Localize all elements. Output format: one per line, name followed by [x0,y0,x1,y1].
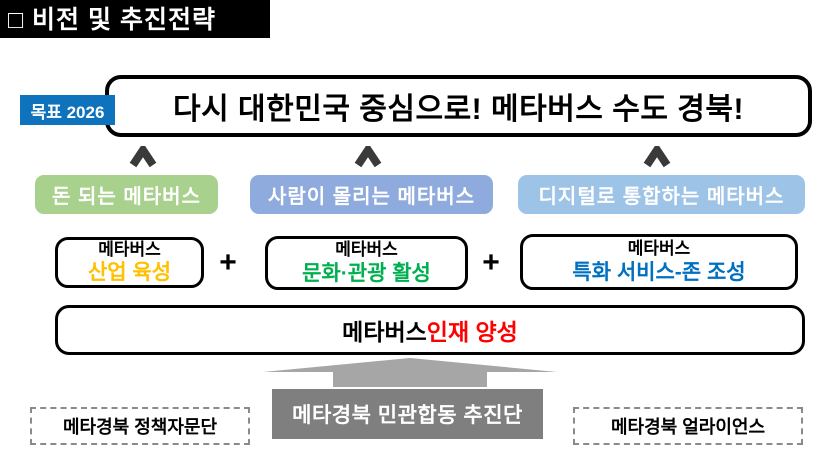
pillar-people-metaverse: 사람이 몰리는 메타버스 [250,175,493,214]
vision-headline-box: 다시 대한민국 중심으로! 메타버스 수도 경북! [105,75,812,137]
block-arrow-up-icon [263,358,557,387]
goal-2026-badge: 목표 2026 [20,95,115,125]
chevron-up-icon [129,146,157,168]
gov-joint-taskforce-box: 메타경북 민관합동 추진단 [272,389,543,439]
plus-sign: + [482,246,500,279]
strategy-line1: 메타버스 [98,239,161,259]
talent-prefix: 메타버스 [342,319,427,345]
talent-highlight: 인재 양성 [426,319,518,345]
strategy-culture-tourism-box: 메타버스 문화·관광 활성 [265,236,468,290]
strategy-line1: 메타버스 [335,240,398,260]
vision-headline: 다시 대한민국 중심으로! 메타버스 수도 경북! [173,93,744,126]
pillar-money-metaverse: 돈 되는 메타버스 [35,175,218,214]
gov-policy-advisory-box: 메타경북 정책자문단 [30,407,250,445]
pillar-digital-metaverse: 디지털로 통합하는 메타버스 [518,175,805,214]
strategy-service-zone-box: 메타버스 특화 서비스-존 조성 [520,234,798,290]
plus-sign: + [219,246,237,279]
strategy-line2: 산업 육성 [87,261,172,285]
strategy-line1: 메타버스 [627,239,691,259]
strategy-line2: 문화·관광 활성 [302,261,431,285]
strategy-line2: 특화 서비스-존 조성 [572,260,746,284]
page-title: □ 비전 및 추진전략 [0,0,270,38]
chevron-up-icon [354,146,382,168]
talent-box: 메타버스 인재 양성 [55,305,805,355]
chevron-up-icon [643,146,671,168]
gov-alliance-box: 메타경북 얼라이언스 [573,407,803,445]
strategy-industry-box: 메타버스 산업 육성 [55,237,204,288]
